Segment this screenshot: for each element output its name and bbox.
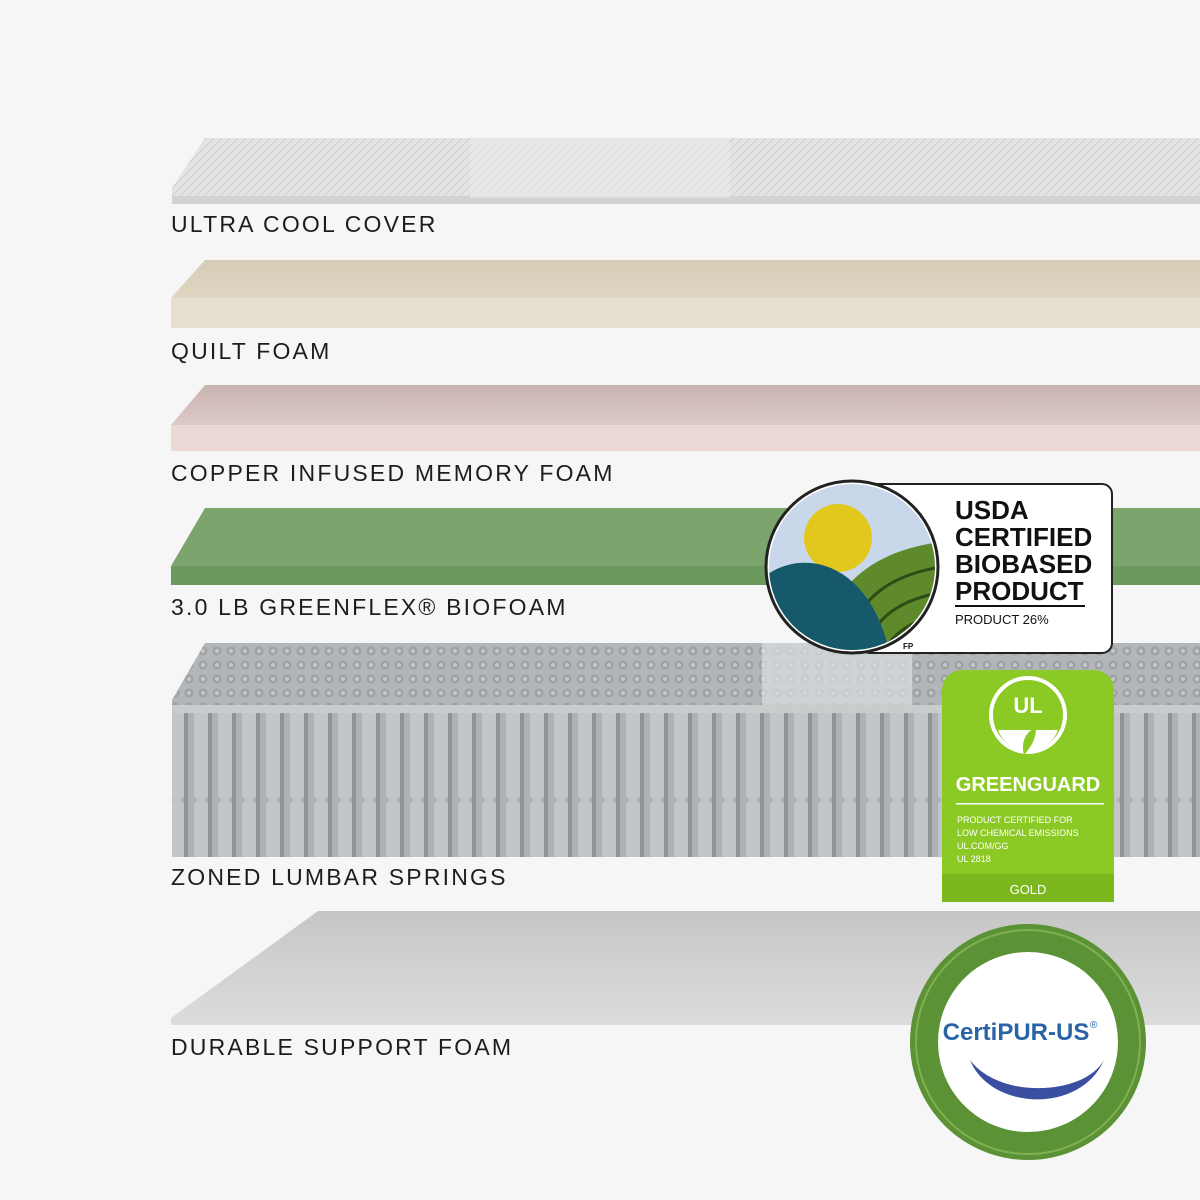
certipur-ring-top: CONTAINS CERTIFIED FLEXIBLE POLYURETHANE… <box>0 0 1114 1049</box>
certipur-logo: CertiPUR-US <box>943 1019 1090 1046</box>
certipur-reg: ® <box>1090 1020 1098 1031</box>
svg-text:CONTAINS CERTIFIED FLEXIBLE PO: CONTAINS CERTIFIED FLEXIBLE POLYURETHANE… <box>0 0 1114 1049</box>
